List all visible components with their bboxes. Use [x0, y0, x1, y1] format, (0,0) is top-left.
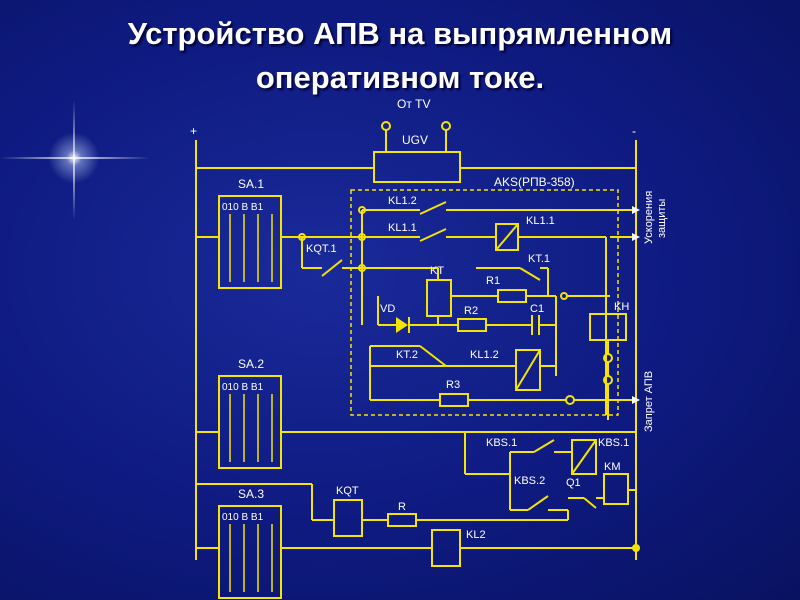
sa3-label: SA.3	[238, 487, 264, 501]
sa1-switch	[218, 195, 282, 289]
kt-label: KT	[430, 265, 444, 277]
kbs1-contact-label: KBS.1	[486, 437, 517, 449]
kl2-label: KL2	[466, 529, 486, 541]
kt-coil	[426, 279, 452, 317]
ugv-label: UGV	[402, 133, 428, 147]
kbs1-coil-label: KBS.1	[598, 437, 629, 449]
kh-relay	[589, 313, 627, 341]
kbs2-label: KBS.2	[514, 475, 545, 487]
ban-label: Запрет АПВ	[643, 371, 655, 432]
r1-resistor	[497, 289, 527, 303]
light-flare	[44, 128, 104, 188]
slide-title-line2: оперативном токе.	[255, 60, 545, 95]
kqt1-label: KQT.1	[306, 243, 337, 255]
accel-label: Ускорения	[643, 191, 655, 244]
sa1-header: 010 В В1	[222, 202, 264, 213]
kl2-coil	[431, 529, 461, 567]
from-tv-label: От TV	[397, 97, 431, 111]
ugv-block	[373, 151, 461, 183]
kl1-1-coil-label: KL1.1	[526, 215, 555, 227]
r3-label: R3	[446, 379, 460, 391]
r3-resistor	[439, 393, 469, 407]
kl1-2-coil	[515, 349, 541, 391]
sa2-switch	[218, 375, 282, 469]
wiring	[195, 121, 640, 599]
kt1-label: KT.1	[528, 253, 550, 265]
plus-label: +	[190, 124, 197, 138]
switch-contacts	[229, 214, 273, 592]
arrow-heads	[632, 206, 640, 404]
aks-label: AKS(РПВ-358)	[494, 175, 575, 189]
r2-label: R2	[464, 305, 478, 317]
r2-resistor	[457, 318, 487, 332]
kl1-2-coil-label: KL1.2	[470, 349, 499, 361]
slide-title: Устройство АПВ на выпрямленном оперативн…	[0, 12, 800, 100]
kt2-label: KT.2	[396, 349, 418, 361]
q1-label: Q1	[566, 477, 581, 489]
sa3-switch	[218, 505, 282, 599]
r-resistor	[387, 513, 417, 527]
sa1-label: SA.1	[238, 177, 264, 191]
r1-label: R1	[486, 275, 500, 287]
r-label: R	[398, 501, 406, 513]
kl1-2-top-label: KL1.2	[388, 195, 417, 207]
slide-title-line1: Устройство АПВ на выпрямленном	[127, 16, 673, 51]
sa3-header: 010 В В1	[222, 512, 264, 523]
vd-label: VD	[380, 303, 395, 315]
c1-label: C1	[530, 303, 544, 315]
km-label: KM	[604, 461, 621, 473]
vd-diode	[396, 317, 408, 333]
sa2-header: 010 В В1	[222, 382, 264, 393]
kbs1-coil	[571, 439, 597, 475]
aks-relay-frame	[350, 189, 619, 416]
km-coil	[603, 473, 629, 505]
sa2-label: SA.2	[238, 357, 264, 371]
minus-label: -	[632, 124, 636, 138]
kl1-1-contact-label: KL1.1	[388, 222, 417, 234]
kqt-coil	[333, 499, 363, 537]
kh-label: KH	[614, 301, 629, 313]
kqt-label: KQT	[336, 485, 359, 497]
protect-label: защиты	[656, 199, 668, 238]
